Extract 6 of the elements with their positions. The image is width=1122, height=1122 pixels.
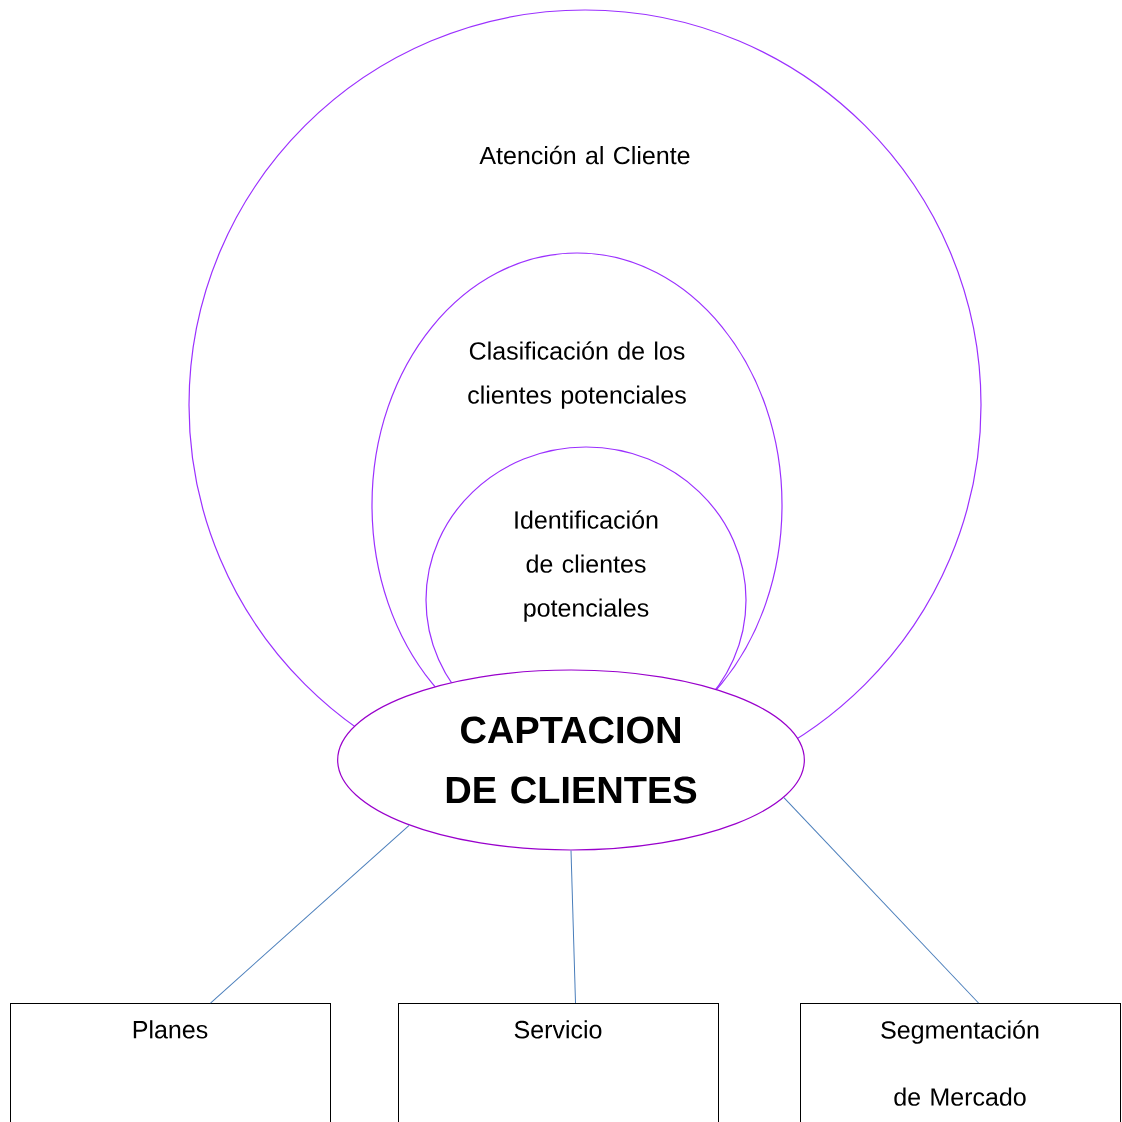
text-box: Servicio xyxy=(398,1003,719,1122)
text-box: Planes xyxy=(10,1003,331,1122)
text-box: Segmentación de Mercado xyxy=(800,1003,1121,1122)
connector-line xyxy=(783,797,979,1004)
connector-line xyxy=(570,850,576,1004)
connector-line xyxy=(210,824,410,1004)
